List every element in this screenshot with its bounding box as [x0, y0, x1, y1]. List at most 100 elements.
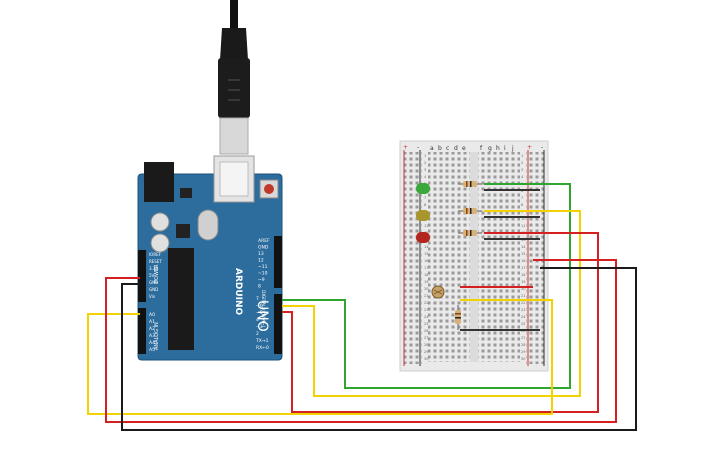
- resistor-4[interactable]: [455, 305, 461, 330]
- power-pin-label: GND: [149, 287, 158, 292]
- row-number: 17: [521, 266, 525, 270]
- column-letter: b: [438, 145, 442, 152]
- digital-pin-label: 2: [256, 331, 259, 337]
- resistor-2[interactable]: [458, 208, 482, 214]
- yellow-led[interactable]: [416, 210, 430, 221]
- analog-header-label: ANALOG IN: [154, 322, 160, 350]
- column-letter: h: [496, 145, 500, 152]
- row-number: 20: [424, 287, 428, 291]
- row-number: 10: [521, 217, 525, 221]
- wire-black[interactable]: [121, 267, 637, 431]
- wire-green[interactable]: [282, 183, 571, 389]
- row-number: 2: [521, 161, 523, 165]
- row-number: 16: [521, 259, 525, 263]
- resistor-1[interactable]: [458, 181, 482, 187]
- row-number: 3: [521, 168, 523, 172]
- row-number: 15: [424, 252, 428, 256]
- row-number: 24: [521, 315, 526, 319]
- row-number: 25: [521, 322, 525, 326]
- row-number: 21: [424, 294, 428, 298]
- rail-minus-left: -: [417, 144, 419, 151]
- row-number: 27: [424, 336, 428, 340]
- row-number: 18: [424, 273, 428, 277]
- power-pin-label: 3.3V: [149, 266, 158, 271]
- digital-pin-label: 4: [256, 317, 259, 323]
- digital-pin-label: TX→1: [255, 338, 269, 344]
- power-pin-label: IOREF: [149, 252, 162, 257]
- row-number: 22: [424, 301, 428, 305]
- digital-pin-label: ~9: [258, 277, 265, 283]
- row-number: 17: [424, 266, 428, 270]
- row-number: 27: [521, 336, 525, 340]
- row-number: 24: [424, 315, 429, 319]
- row-number: 20: [521, 287, 525, 291]
- row-number: 29: [424, 350, 428, 354]
- row-number: 2: [424, 161, 426, 165]
- row-number: 14: [521, 245, 526, 249]
- row-number: 29: [521, 350, 525, 354]
- wire-yellow-2[interactable]: [87, 299, 553, 415]
- power-pin-label: GND: [149, 280, 158, 285]
- analog-pin-label: A1: [149, 319, 155, 325]
- row-number: 1: [521, 154, 523, 158]
- analog-pin-label: A5: [149, 347, 155, 353]
- row-number: 21: [521, 294, 525, 298]
- digital-pin-label: 13: [258, 251, 264, 257]
- column-letter: a: [430, 145, 434, 152]
- row-number: 4: [521, 175, 524, 179]
- row-number: 8: [424, 203, 426, 207]
- column-letter: e: [462, 145, 466, 152]
- digital-pin-label: 8: [258, 284, 261, 290]
- arduino-brand-label: ARDUINO: [233, 268, 243, 316]
- arduino-board[interactable]: ARDUINO UNO POWER ANALOG IN DIGITAL (PWM…: [137, 155, 283, 361]
- row-number: 30: [521, 357, 525, 361]
- rail-plus-right: +: [527, 144, 532, 151]
- column-letter: d: [454, 145, 458, 152]
- digital-pin-label: 12: [258, 258, 264, 264]
- wire-red-2[interactable]: [105, 259, 617, 423]
- digital-pin-label: ~11: [258, 264, 268, 270]
- row-number: 14: [424, 245, 429, 249]
- usb-cable-icon[interactable]: [218, 0, 250, 155]
- wire-yellow-1[interactable]: [282, 210, 581, 397]
- row-number: 25: [424, 322, 428, 326]
- digital-pin-label: ~10: [258, 271, 268, 277]
- power-pin-label: Vin: [149, 294, 156, 299]
- row-number: 28: [521, 343, 525, 347]
- arduino-model-label: UNO: [254, 300, 270, 332]
- breadboard-jumpers: [460, 189, 540, 331]
- row-number: 26: [424, 329, 428, 333]
- digital-pin-label: 7: [256, 296, 259, 302]
- wire-red-1[interactable]: [282, 232, 599, 413]
- digital-pin-label: ~5: [256, 310, 263, 316]
- row-number: 15: [521, 252, 525, 256]
- row-number: 28: [424, 343, 428, 347]
- column-letter: j: [511, 145, 514, 152]
- row-number: 1: [424, 154, 426, 158]
- green-led[interactable]: [416, 183, 430, 194]
- digital-pin-label: ~3: [256, 324, 263, 330]
- analog-pin-label: A3: [149, 333, 155, 339]
- digital-pin-label: ~6: [256, 303, 263, 309]
- digital-pin-label: RX←0: [256, 345, 269, 351]
- resistor-3[interactable]: [458, 230, 482, 236]
- row-number: 4: [424, 175, 427, 179]
- analog-pin-label: A0: [149, 312, 155, 318]
- row-number: 11: [424, 224, 428, 228]
- row-number: 18: [521, 273, 525, 277]
- red-led[interactable]: [416, 232, 430, 243]
- power-pin-label: 5V: [149, 273, 155, 278]
- column-letter: i: [504, 145, 506, 152]
- analog-pin-label: A4: [149, 340, 155, 346]
- row-number: 19: [521, 280, 525, 284]
- row-number: 30: [424, 357, 428, 361]
- photoresistor-icon[interactable]: [431, 285, 445, 299]
- rail-minus-right: -: [541, 144, 543, 151]
